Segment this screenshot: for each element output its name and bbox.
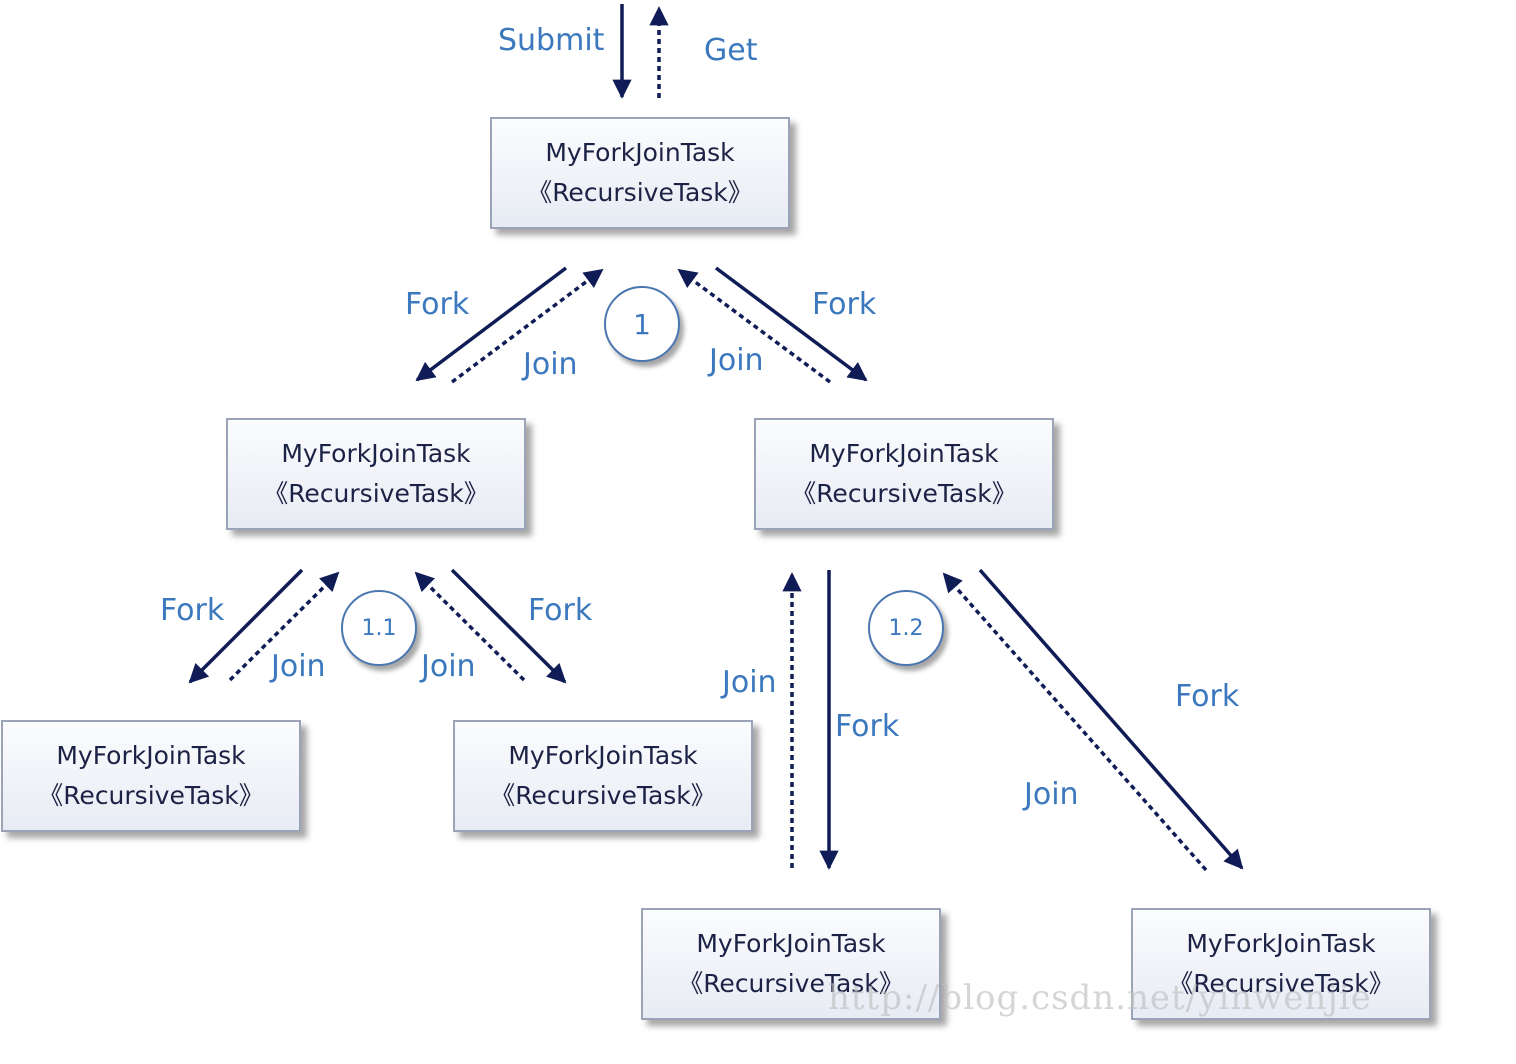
task-name: MyForkJoinTask [696, 929, 886, 958]
task-name: MyForkJoinTask [809, 439, 999, 468]
task-type: 《RecursiveTask》 [263, 479, 489, 508]
fork-label-right-rl: Fork [835, 709, 900, 744]
fork-arrow-left-lr [450, 568, 567, 684]
task-name: MyForkJoinTask [1186, 929, 1376, 958]
task-name: MyForkJoinTask [508, 741, 698, 770]
task-name: MyForkJoinTask [281, 439, 471, 468]
task-box-right: MyForkJoinTask 《RecursiveTask》 [754, 418, 1054, 530]
join-label-root-right: Join [709, 343, 764, 378]
watermark-text: http://blog.csdn.net/yinwenjie [828, 978, 1372, 1018]
get-label: Get [704, 33, 758, 68]
task-box-right-left: MyForkJoinTask 《RecursiveTask》 [641, 908, 941, 1020]
task-box-right-right: MyForkJoinTask 《RecursiveTask》 [1131, 908, 1431, 1020]
fork-arrow-left-ll [188, 568, 304, 684]
join-label-left-ll: Join [271, 649, 326, 684]
task-type: 《RecursiveTask》 [527, 178, 753, 207]
join-arrow-ll-left [228, 571, 340, 682]
fork-label-root-right: Fork [812, 287, 877, 322]
task-box-left-right: MyForkJoinTask 《RecursiveTask》 [453, 720, 753, 832]
join-arrow-lr-left [414, 571, 526, 682]
fork-label-left-ll: Fork [160, 593, 225, 628]
fork-arrow-root-right [714, 266, 868, 382]
fork-arrow-right-rr [978, 568, 1244, 870]
submit-label: Submit [498, 23, 605, 58]
join-label-root-left: Join [523, 347, 578, 382]
fork-label-root-left: Fork [405, 287, 470, 322]
fork-arrow-root-left [415, 266, 568, 382]
join-label-left-lr: Join [421, 649, 476, 684]
join-arrow-left-root [450, 268, 604, 384]
step-1-circle: 1 [604, 286, 680, 362]
join-label-right-rr: Join [1024, 777, 1079, 812]
join-arrow-rr-right [942, 572, 1208, 872]
task-box-left: MyForkJoinTask 《RecursiveTask》 [226, 418, 526, 530]
fork-label-right-rr: Fork [1175, 679, 1240, 714]
task-name: MyForkJoinTask [545, 138, 735, 167]
task-type: 《RecursiveTask》 [1168, 969, 1394, 998]
task-type: 《RecursiveTask》 [490, 781, 716, 810]
task-box-left-left: MyForkJoinTask 《RecursiveTask》 [1, 720, 301, 832]
task-type: 《RecursiveTask》 [38, 781, 264, 810]
step-1-1-circle: 1.1 [341, 590, 417, 666]
fork-label-left-lr: Fork [528, 593, 593, 628]
task-box-root: MyForkJoinTask 《RecursiveTask》 [490, 117, 790, 229]
task-type: 《RecursiveTask》 [678, 969, 904, 998]
step-1-2-circle: 1.2 [868, 590, 944, 666]
task-type: 《RecursiveTask》 [791, 479, 1017, 508]
task-name: MyForkJoinTask [56, 741, 246, 770]
join-label-right-rl: Join [722, 665, 777, 700]
join-arrow-right-root [677, 268, 832, 384]
